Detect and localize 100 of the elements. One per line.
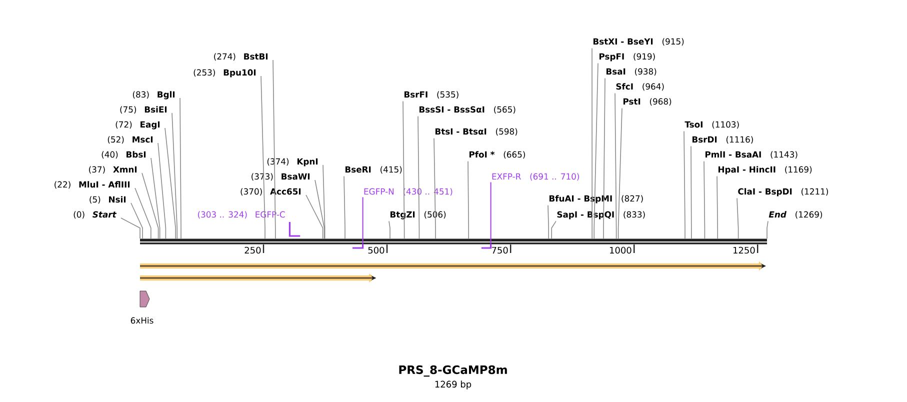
enzyme-site-label: BsiEI (144, 106, 167, 113)
enzyme-site-label: MluI - AflIII (79, 181, 130, 188)
position-label: (0) (74, 211, 84, 219)
enzyme-site-label: BsaI (606, 68, 626, 75)
leader-line (130, 202, 143, 239)
enzyme-site-label: XmnI (113, 166, 137, 172)
leader-line (306, 194, 324, 239)
position-label: (83) (132, 91, 149, 99)
enzyme-site-label: Acc65I (270, 188, 301, 195)
enzyme-site-label: BstXI - BseYI (593, 38, 653, 45)
enzyme-site-label: SfcI (616, 83, 633, 90)
position-label: (253) (194, 69, 215, 77)
primer-mark (481, 244, 492, 249)
enzyme-site-label: Bpu10I (224, 69, 256, 78)
leader-line (766, 220, 768, 239)
leader-line (158, 142, 166, 239)
position-label: (37) (89, 166, 105, 174)
ruler-label: 500 (368, 246, 384, 254)
enzyme-site-label: BsrFI (404, 91, 428, 98)
position-label: (1116) (726, 136, 753, 144)
enzyme-site-label: NsiI (109, 196, 126, 203)
leader-line (388, 220, 390, 239)
enzyme-site-label: BsrDI (692, 136, 717, 143)
enzyme-site-label: BssSI - BssSαI (419, 106, 484, 113)
leader-line (172, 112, 178, 239)
enzyme-site-label: End (768, 211, 786, 218)
ruler-label: 1250 (734, 246, 755, 254)
enzyme-site-label: HpaI - HincII (718, 166, 776, 174)
leader-line (490, 182, 492, 244)
ruler-label: 1000 (610, 246, 632, 254)
enzyme-site-label: BseRI (345, 166, 371, 173)
enzyme-site-label: Start (92, 211, 117, 218)
primer-mark (288, 222, 300, 237)
title: PRS_8-GCaMP8m (399, 365, 507, 377)
leader-line (314, 180, 325, 239)
caption: 1269 bp (435, 380, 472, 390)
leader-line (618, 108, 622, 239)
position-label: (827) (622, 195, 643, 203)
enzyme-site-label: TsoI (684, 121, 702, 128)
enzyme-site-label: BglI (158, 91, 175, 100)
his-tag-feature: 6xHis (130, 290, 154, 324)
leader-line (704, 160, 706, 239)
enzyme-site-label: MscI (132, 136, 153, 143)
leader-line (548, 204, 549, 239)
position-label: (964) (642, 83, 664, 91)
enzyme-site-label: KpnI (297, 158, 318, 166)
leader-line (468, 160, 469, 239)
leader-line (180, 98, 182, 239)
enzyme-site-label: EagI (140, 121, 160, 130)
enzyme-site-label: BbsI (126, 151, 146, 158)
enzyme-site-label: SapI - BspQI (557, 211, 614, 220)
leader-line (551, 220, 556, 239)
enzyme-site-label: BfuAI - BspMI (549, 195, 612, 204)
enzyme-site-label: BstBI (244, 53, 268, 60)
leader-line (736, 198, 739, 239)
position-label: (1103) (712, 121, 739, 129)
position-label: (1169) (785, 166, 812, 174)
leader-line (603, 78, 606, 239)
position-label: (274) (214, 53, 236, 61)
position-label: (915) (662, 38, 684, 46)
primer-mark (352, 244, 364, 249)
position-label: (565) (494, 106, 516, 114)
leader-line (684, 130, 686, 239)
enzyme-site-label: BtsI - BtsαI (435, 128, 486, 135)
node-label: 6xHis (130, 317, 154, 324)
leader-line (272, 60, 276, 239)
leader-line (344, 176, 346, 239)
position-label: (833) (624, 211, 645, 219)
enzyme-site-label: PspFI (599, 53, 624, 62)
position-label: (535) (437, 91, 458, 99)
leader-line (434, 138, 436, 239)
position-label: (22) (54, 181, 70, 189)
leader-line (614, 92, 617, 239)
position-label: (691 .. 710) (530, 173, 579, 181)
position-label: (1211) (802, 188, 828, 196)
position-label: (370) (240, 188, 262, 196)
position-label: (303 .. 324) (198, 211, 247, 219)
enzyme-site-label: PmlI - BsaAI (705, 151, 761, 158)
leader-line (402, 100, 405, 239)
position-label: (75) (120, 106, 136, 114)
position-label: (52) (108, 136, 124, 144)
position-label: (506) (424, 211, 446, 219)
position-label: (72) (116, 121, 132, 129)
primer-label: EXFP-R (492, 173, 521, 180)
leader-line (716, 176, 718, 239)
leader-line (690, 146, 692, 239)
position-label: (415) (380, 166, 402, 174)
ruler-label: 250 (244, 246, 261, 254)
position-label: (5) (90, 196, 100, 204)
leader-line (150, 158, 160, 239)
leader-line (418, 116, 420, 239)
enzyme-site-label: ClaI - BspDI (738, 188, 792, 196)
position-label: (968) (650, 98, 672, 106)
position-label: (40) (102, 151, 118, 159)
leader-line (594, 62, 598, 239)
leader-line (142, 172, 159, 239)
leader-line (260, 76, 266, 239)
leader-line (134, 188, 152, 239)
leader-line (322, 164, 326, 239)
leader-line (120, 218, 140, 239)
